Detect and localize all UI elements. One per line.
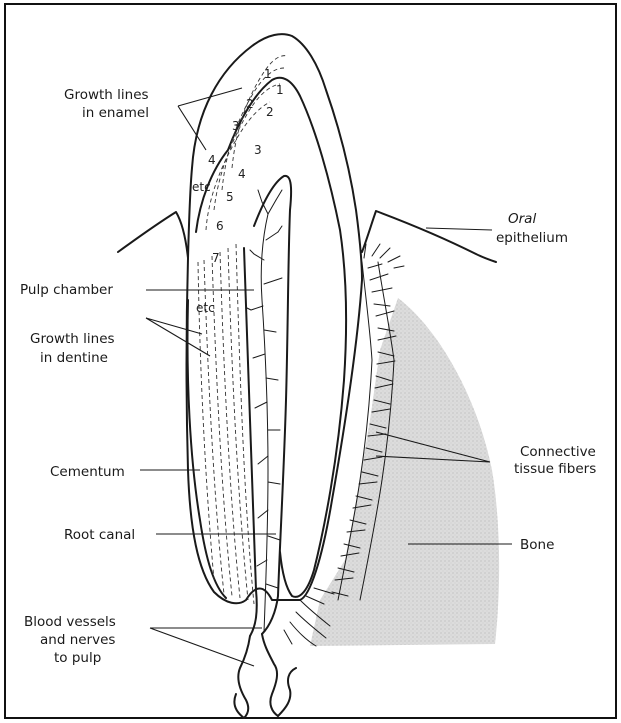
enamel-number-etc: etc — [192, 180, 211, 194]
label-growth-lines-enamel: Growth lines — [64, 87, 149, 103]
dentine-number-4: 4 — [238, 167, 246, 181]
enamel-number-3: 3 — [232, 119, 240, 133]
enamel-number-4: 4 — [208, 153, 216, 167]
label-epithelium: epithelium — [496, 230, 568, 246]
blood-vessels — [238, 634, 278, 718]
label-tissue-fibers: tissue fibers — [514, 461, 596, 477]
enamel-dentine-junction — [196, 78, 346, 597]
label-growth-lines-dentine: Growth lines — [30, 331, 115, 347]
dentine-number-2: 2 — [266, 105, 274, 119]
label-blood-vessels: Blood vessels — [24, 614, 116, 630]
dentine-number-1: 1 — [276, 83, 284, 97]
label-and-nerves: and nerves — [40, 632, 115, 648]
enamel-number-2: 2 — [246, 97, 254, 111]
label-growth-lines-dentine-2: in dentine — [40, 350, 108, 366]
enamel-number-1: 1 — [264, 67, 272, 81]
dentine-number-3: 3 — [254, 143, 262, 157]
blood-vessels-tips — [234, 668, 296, 718]
label-pulp-chamber: Pulp chamber — [20, 282, 113, 298]
pulp-chamber-outline — [254, 176, 291, 634]
gum-line-left — [118, 212, 188, 258]
dentine-number-5: 5 — [226, 190, 234, 204]
label-to-pulp: to pulp — [54, 650, 101, 666]
label-connective: Connective — [520, 444, 596, 460]
gum-line-right — [362, 211, 496, 262]
label-bone: Bone — [520, 537, 554, 553]
dentine-number-7: 7 — [212, 251, 220, 265]
label-root-canal: Root canal — [64, 527, 135, 543]
label-growth-lines-enamel-2: in enamel — [82, 105, 149, 121]
dentine-number-6: 6 — [216, 219, 224, 233]
label-cementum: Cementum — [50, 464, 125, 480]
label-oral: Oral — [508, 211, 536, 227]
dentine-number-etc: etc — [196, 301, 215, 315]
pulp-vessels — [247, 190, 282, 632]
tooth-outline — [187, 34, 363, 603]
